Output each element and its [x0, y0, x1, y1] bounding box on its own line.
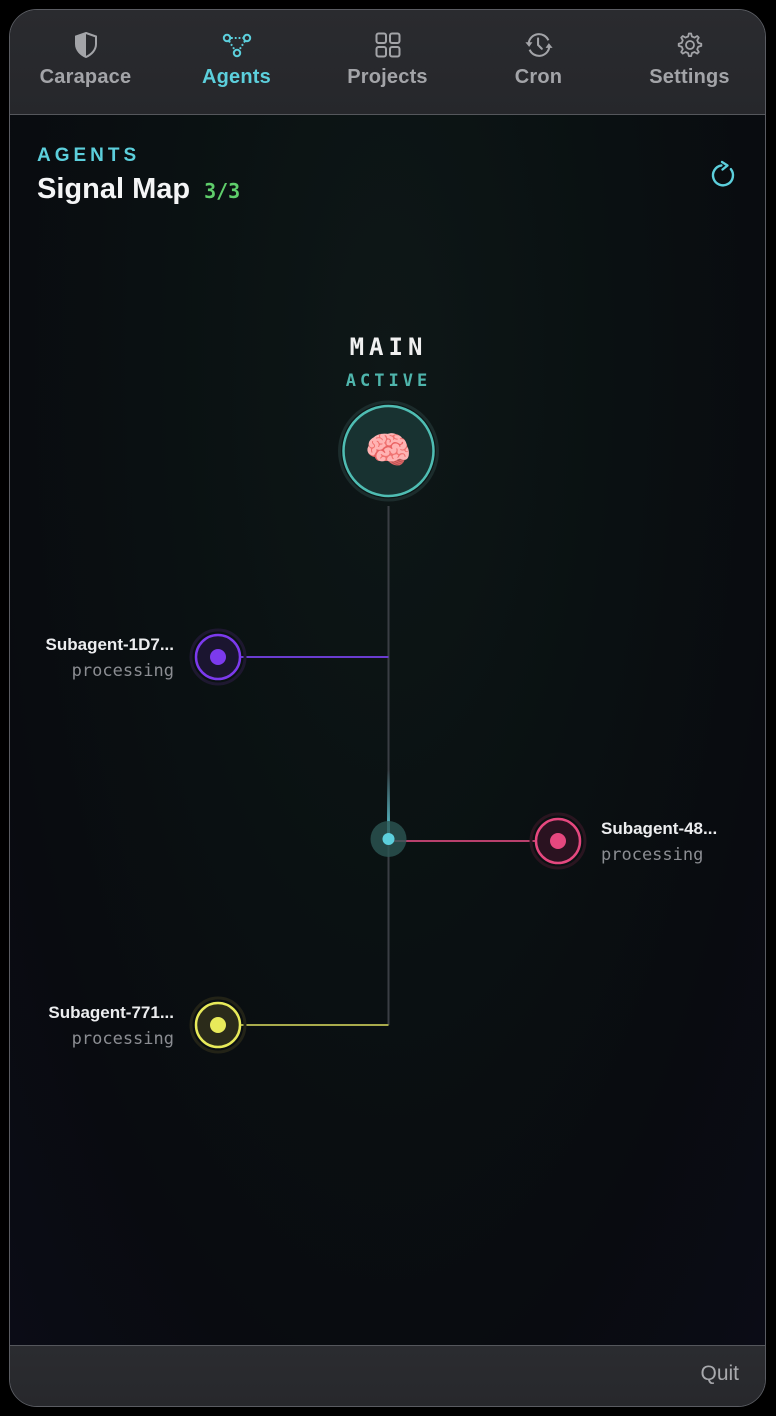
- shield-icon: [71, 30, 101, 60]
- tab-agents[interactable]: Agents: [161, 10, 312, 114]
- subagent-status: processing: [71, 1029, 174, 1049]
- subagent-name[interactable]: Subagent-771...: [48, 1003, 174, 1022]
- subagent-name[interactable]: Subagent-48...: [601, 819, 718, 838]
- title-row: Signal Map 3/3: [37, 173, 240, 206]
- subagent-node-3: [189, 996, 247, 1054]
- app-window: Carapace Agents Projects Cron Settings: [9, 9, 766, 1407]
- subagent-node-2: [529, 812, 587, 870]
- tab-label: Carapace: [39, 66, 132, 88]
- tab-cron[interactable]: Cron: [463, 10, 614, 114]
- gear-icon: [675, 30, 705, 60]
- main-agent-status: ACTIVE: [345, 371, 432, 391]
- footer-bar: Quit: [10, 1345, 765, 1406]
- quit-button[interactable]: Quit: [700, 1362, 739, 1385]
- main-agent-node: [338, 400, 439, 502]
- clock-history-icon: [524, 30, 554, 60]
- grid-icon: [373, 30, 403, 60]
- tab-carapace[interactable]: Carapace: [10, 10, 161, 114]
- section-eyebrow: AGENTS: [37, 145, 141, 166]
- main-agent-label: MAIN: [349, 333, 428, 361]
- agents-network-icon: [222, 30, 252, 60]
- agents-panel: AGENTS Signal Map 3/3: [10, 115, 765, 1346]
- refresh-icon: [711, 160, 735, 187]
- tab-bar: Carapace Agents Projects Cron Settings: [10, 10, 765, 115]
- tab-label: Settings: [649, 66, 730, 88]
- subagent-node-1: [189, 628, 247, 686]
- page-title: Signal Map: [37, 173, 191, 205]
- subagent-status: processing: [71, 661, 174, 681]
- refresh-button[interactable]: [709, 159, 739, 189]
- tab-label: Cron: [514, 66, 563, 88]
- subagent-status: processing: [601, 845, 704, 865]
- subagent-name[interactable]: Subagent-1D7...: [45, 635, 174, 654]
- signal-pulse: [387, 770, 390, 840]
- brain-icon[interactable]: 🧠: [364, 430, 413, 472]
- tab-projects[interactable]: Projects: [312, 10, 463, 114]
- agent-count-badge: 3/3: [204, 179, 241, 203]
- tab-label: Projects: [347, 66, 428, 88]
- tab-label: Agents: [202, 66, 271, 88]
- signal-map-graph: [189, 400, 587, 1054]
- tab-settings[interactable]: Settings: [614, 10, 765, 114]
